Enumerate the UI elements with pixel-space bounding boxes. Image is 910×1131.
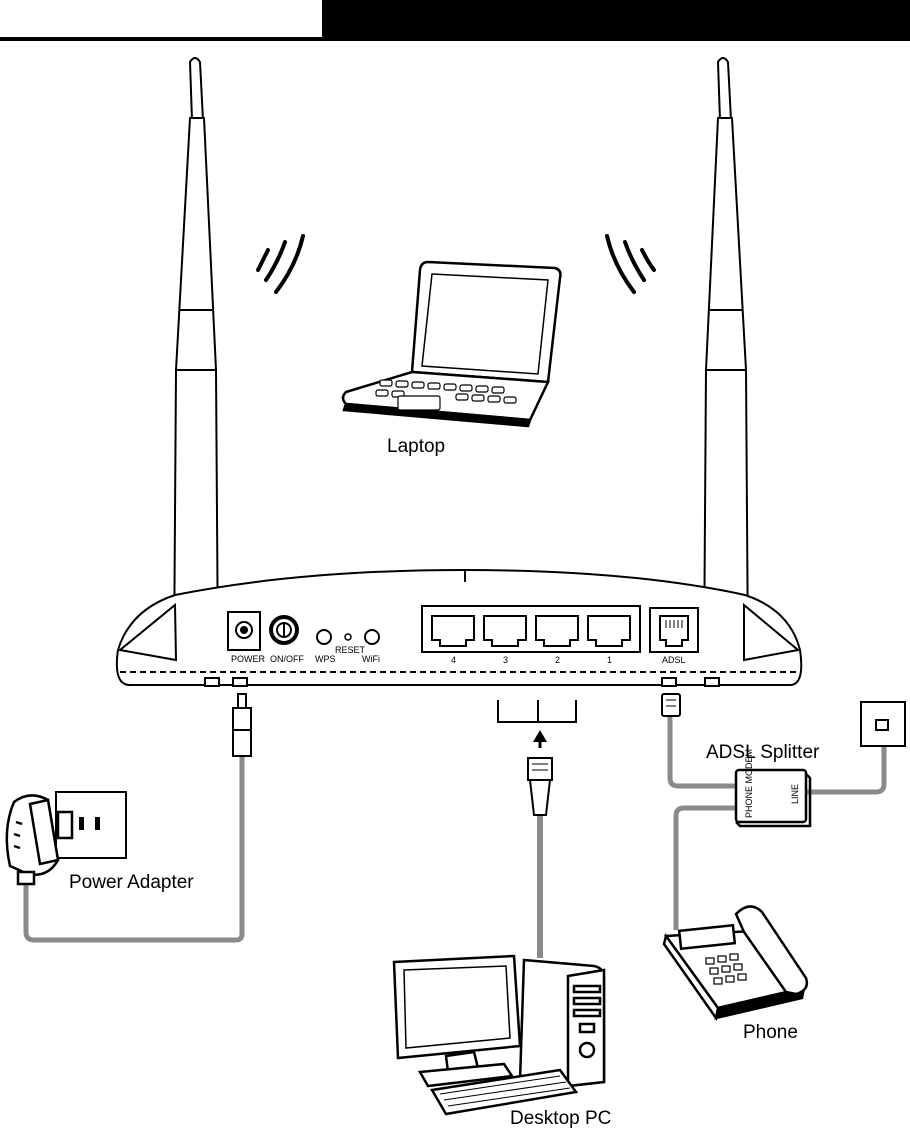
wifi-waves-left	[258, 236, 303, 292]
dc-plug	[233, 694, 251, 756]
phone-jack	[861, 702, 905, 746]
reset-button	[345, 634, 351, 640]
lan-bracket	[498, 700, 576, 722]
adsl-splitter-label: ADSL Splitter	[706, 742, 819, 764]
adsl-port	[650, 608, 698, 652]
splitter-line-label: LINE	[790, 784, 800, 804]
adsl-label: ADSL	[662, 655, 686, 665]
phone-illustration	[664, 906, 807, 1018]
adsl-plug	[662, 694, 680, 716]
lan-port-group	[422, 606, 640, 652]
phone-label: Phone	[743, 1022, 798, 1044]
power-port	[228, 612, 260, 650]
power-adapter-label: Power Adapter	[69, 872, 194, 894]
lan4-label: 4	[451, 655, 456, 665]
on-off-label: ON/OFF	[270, 654, 304, 664]
on-off-button	[271, 617, 297, 643]
lan3-label: 3	[503, 655, 508, 665]
power-port-label: POWER	[231, 654, 266, 664]
lan2-label: 2	[555, 655, 560, 665]
wifi-button	[365, 630, 379, 644]
wps-button	[317, 630, 331, 644]
laptop-label: Laptop	[387, 436, 445, 458]
lan1-label: 1	[607, 655, 612, 665]
laptop-illustration	[343, 262, 560, 426]
right-antenna	[704, 58, 748, 660]
reset-label: RESET	[335, 645, 366, 655]
desktop-pc-label: Desktop PC	[510, 1108, 611, 1130]
wifi-label: WiFi	[362, 654, 380, 664]
wps-label: WPS	[315, 654, 336, 664]
wifi-waves-right	[607, 236, 654, 292]
desktop-pc-illustration	[394, 956, 604, 1114]
ethernet-plug	[528, 758, 552, 815]
left-antenna	[174, 58, 218, 660]
arrow-icon	[533, 730, 547, 748]
